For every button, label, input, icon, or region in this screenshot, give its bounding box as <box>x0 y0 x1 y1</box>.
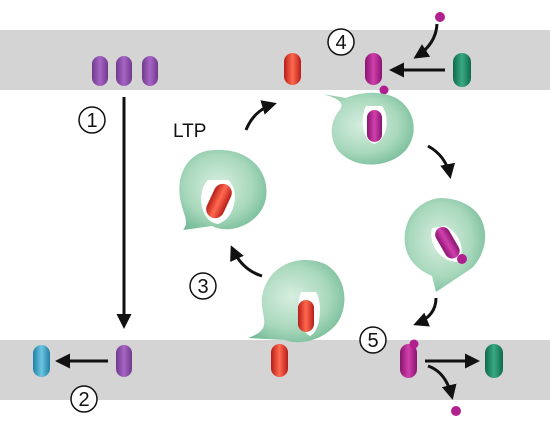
step-3-label: 3 <box>197 276 208 298</box>
step-2-label: 2 <box>78 389 89 411</box>
ligand-dot <box>451 406 461 416</box>
red-receptor-lower <box>271 344 288 377</box>
step-1-label: 1 <box>86 110 97 132</box>
ltp-label: LTP <box>173 121 206 142</box>
purple-receptor <box>142 56 158 86</box>
purple-receptor-cluster <box>92 56 158 86</box>
step-4-marker: 4 <box>327 28 355 56</box>
green-protein-upper <box>453 53 471 87</box>
purple-receptor <box>92 56 108 86</box>
red-receptor-internal <box>206 183 232 219</box>
endosome-vesicle <box>179 149 267 230</box>
arrow-ligand-release-lower <box>427 364 457 400</box>
magenta-receptor-lower <box>400 344 417 378</box>
purple-receptor-lower <box>116 345 132 377</box>
endosome-vesicle <box>322 92 414 165</box>
ligand-dot <box>457 254 467 264</box>
green-protein-lower <box>485 344 503 378</box>
purple-receptor <box>116 56 132 86</box>
arrow-cycle-right <box>427 144 455 179</box>
ligand-dot <box>435 12 445 22</box>
endosome-vesicle <box>404 198 486 292</box>
arrow-cycle-lower-right <box>413 297 438 327</box>
magenta-receptor-internal <box>367 110 382 142</box>
step-2-marker: 2 <box>70 385 98 413</box>
magenta-receptor-internal <box>435 227 460 259</box>
arrow-cycle-step3 <box>230 245 263 278</box>
arrow-ligand-release-upper <box>413 23 439 59</box>
red-receptor-upper <box>284 53 301 85</box>
blue-receptor-lower <box>33 345 50 377</box>
arrow-ltp <box>244 100 277 131</box>
step-1-marker: 1 <box>78 106 106 134</box>
magenta-receptor-upper <box>365 53 382 85</box>
step-4-label: 4 <box>335 32 346 54</box>
step-5-marker: 5 <box>359 326 387 354</box>
step-3-marker: 3 <box>189 272 217 300</box>
ligand-dot <box>379 85 389 95</box>
red-receptor-internal <box>298 300 314 332</box>
step-5-label: 5 <box>367 330 378 352</box>
ligand-dot <box>409 339 419 349</box>
endosome-vesicle <box>248 260 345 343</box>
